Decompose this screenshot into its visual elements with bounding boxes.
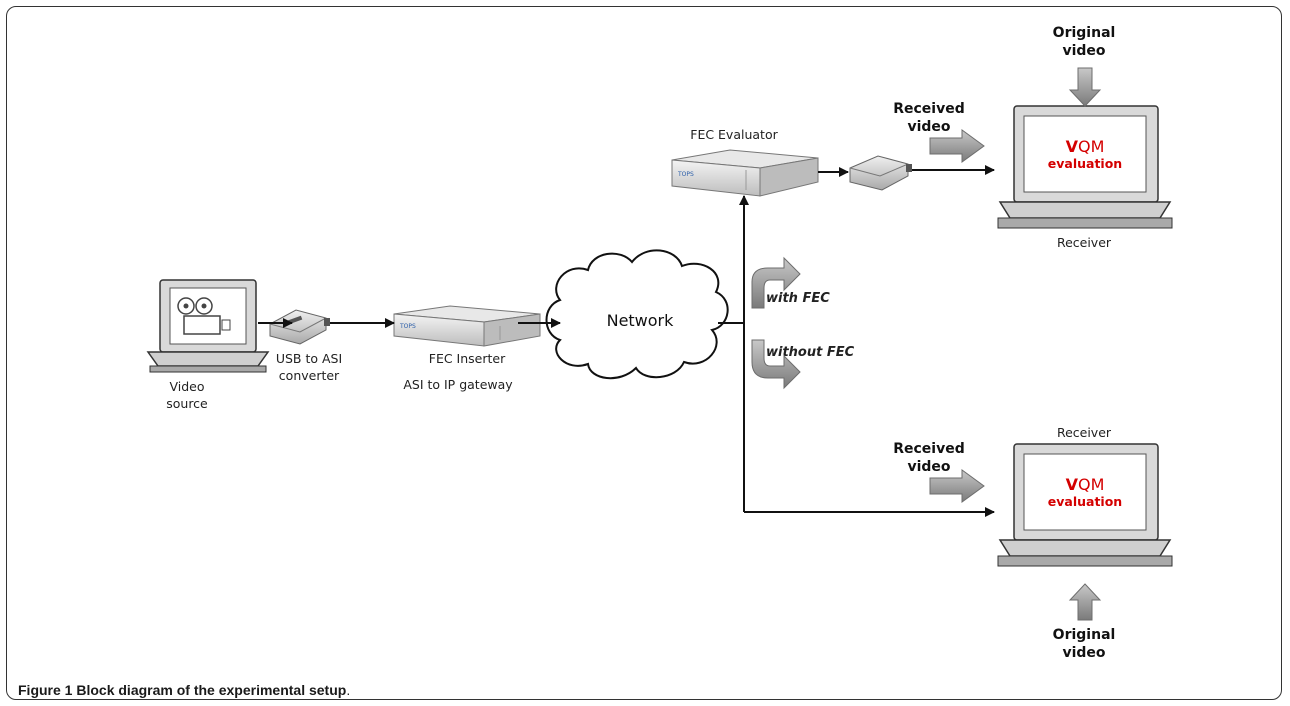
fec-inserter-rack: TOPS [393, 305, 541, 347]
original-video-label-top: Original video [1052, 25, 1116, 59]
original-video-arrow-bottom [1068, 583, 1102, 621]
received-video-arrow-bottom [929, 469, 985, 503]
fec-inserter-label: FEC Inserter [428, 351, 506, 366]
svg-text:TOPS: TOPS [677, 171, 694, 178]
vqm-screen-text-top: VQM evaluation [1024, 138, 1146, 172]
caption-period: . [346, 682, 351, 698]
fec-evaluator-label: FEC Evaluator [690, 127, 778, 142]
figure-caption: Figure 1 Block diagram of the experiment… [18, 682, 350, 698]
vqm-v-letter: V [1065, 475, 1078, 494]
vqm-evaluation-text: evaluation [1047, 156, 1123, 171]
usb-asi-converter-device [269, 309, 330, 345]
usb-converter-label: USB to ASI converter [275, 351, 343, 383]
received-video-label-bottom: Received video [893, 441, 965, 475]
vqm-qm-letters: QM [1077, 475, 1105, 494]
video-source-label: Video source [166, 379, 208, 411]
receiver-converter-device [849, 155, 912, 191]
vqm-evaluation-text: evaluation [1047, 494, 1123, 509]
without-fec-curved-arrow [751, 339, 801, 390]
network-cloud [545, 249, 729, 380]
video-source-laptop [146, 279, 270, 373]
receiver-label-bottom: Receiver [1056, 425, 1112, 440]
caption-label: Figure 1 [18, 682, 73, 698]
with-fec-curved-arrow [751, 256, 801, 309]
figure-frame [6, 6, 1282, 700]
fec-evaluator-rack: TOPS [671, 149, 819, 197]
vqm-v-letter: V [1065, 137, 1078, 156]
svg-text:TOPS: TOPS [399, 323, 416, 330]
asi-gateway-label: ASI to IP gateway [403, 377, 513, 392]
received-video-arrow-top [929, 129, 985, 163]
caption-text: Block diagram of the experimental setup [76, 682, 347, 698]
receiver-label-top: Receiver [1056, 235, 1112, 250]
network-label: Network [606, 311, 674, 330]
original-video-label-bottom: Original video [1052, 627, 1116, 661]
vqm-screen-text-bottom: VQM evaluation [1024, 476, 1146, 510]
with-fec-label: with FEC [766, 291, 830, 306]
original-video-arrow-top [1068, 67, 1102, 107]
without-fec-label: without FEC [766, 345, 855, 360]
receiver-computer-top [997, 105, 1173, 229]
receiver-computer-bottom [997, 443, 1173, 567]
received-video-label-top: Received video [893, 101, 965, 135]
vqm-qm-letters: QM [1077, 137, 1105, 156]
